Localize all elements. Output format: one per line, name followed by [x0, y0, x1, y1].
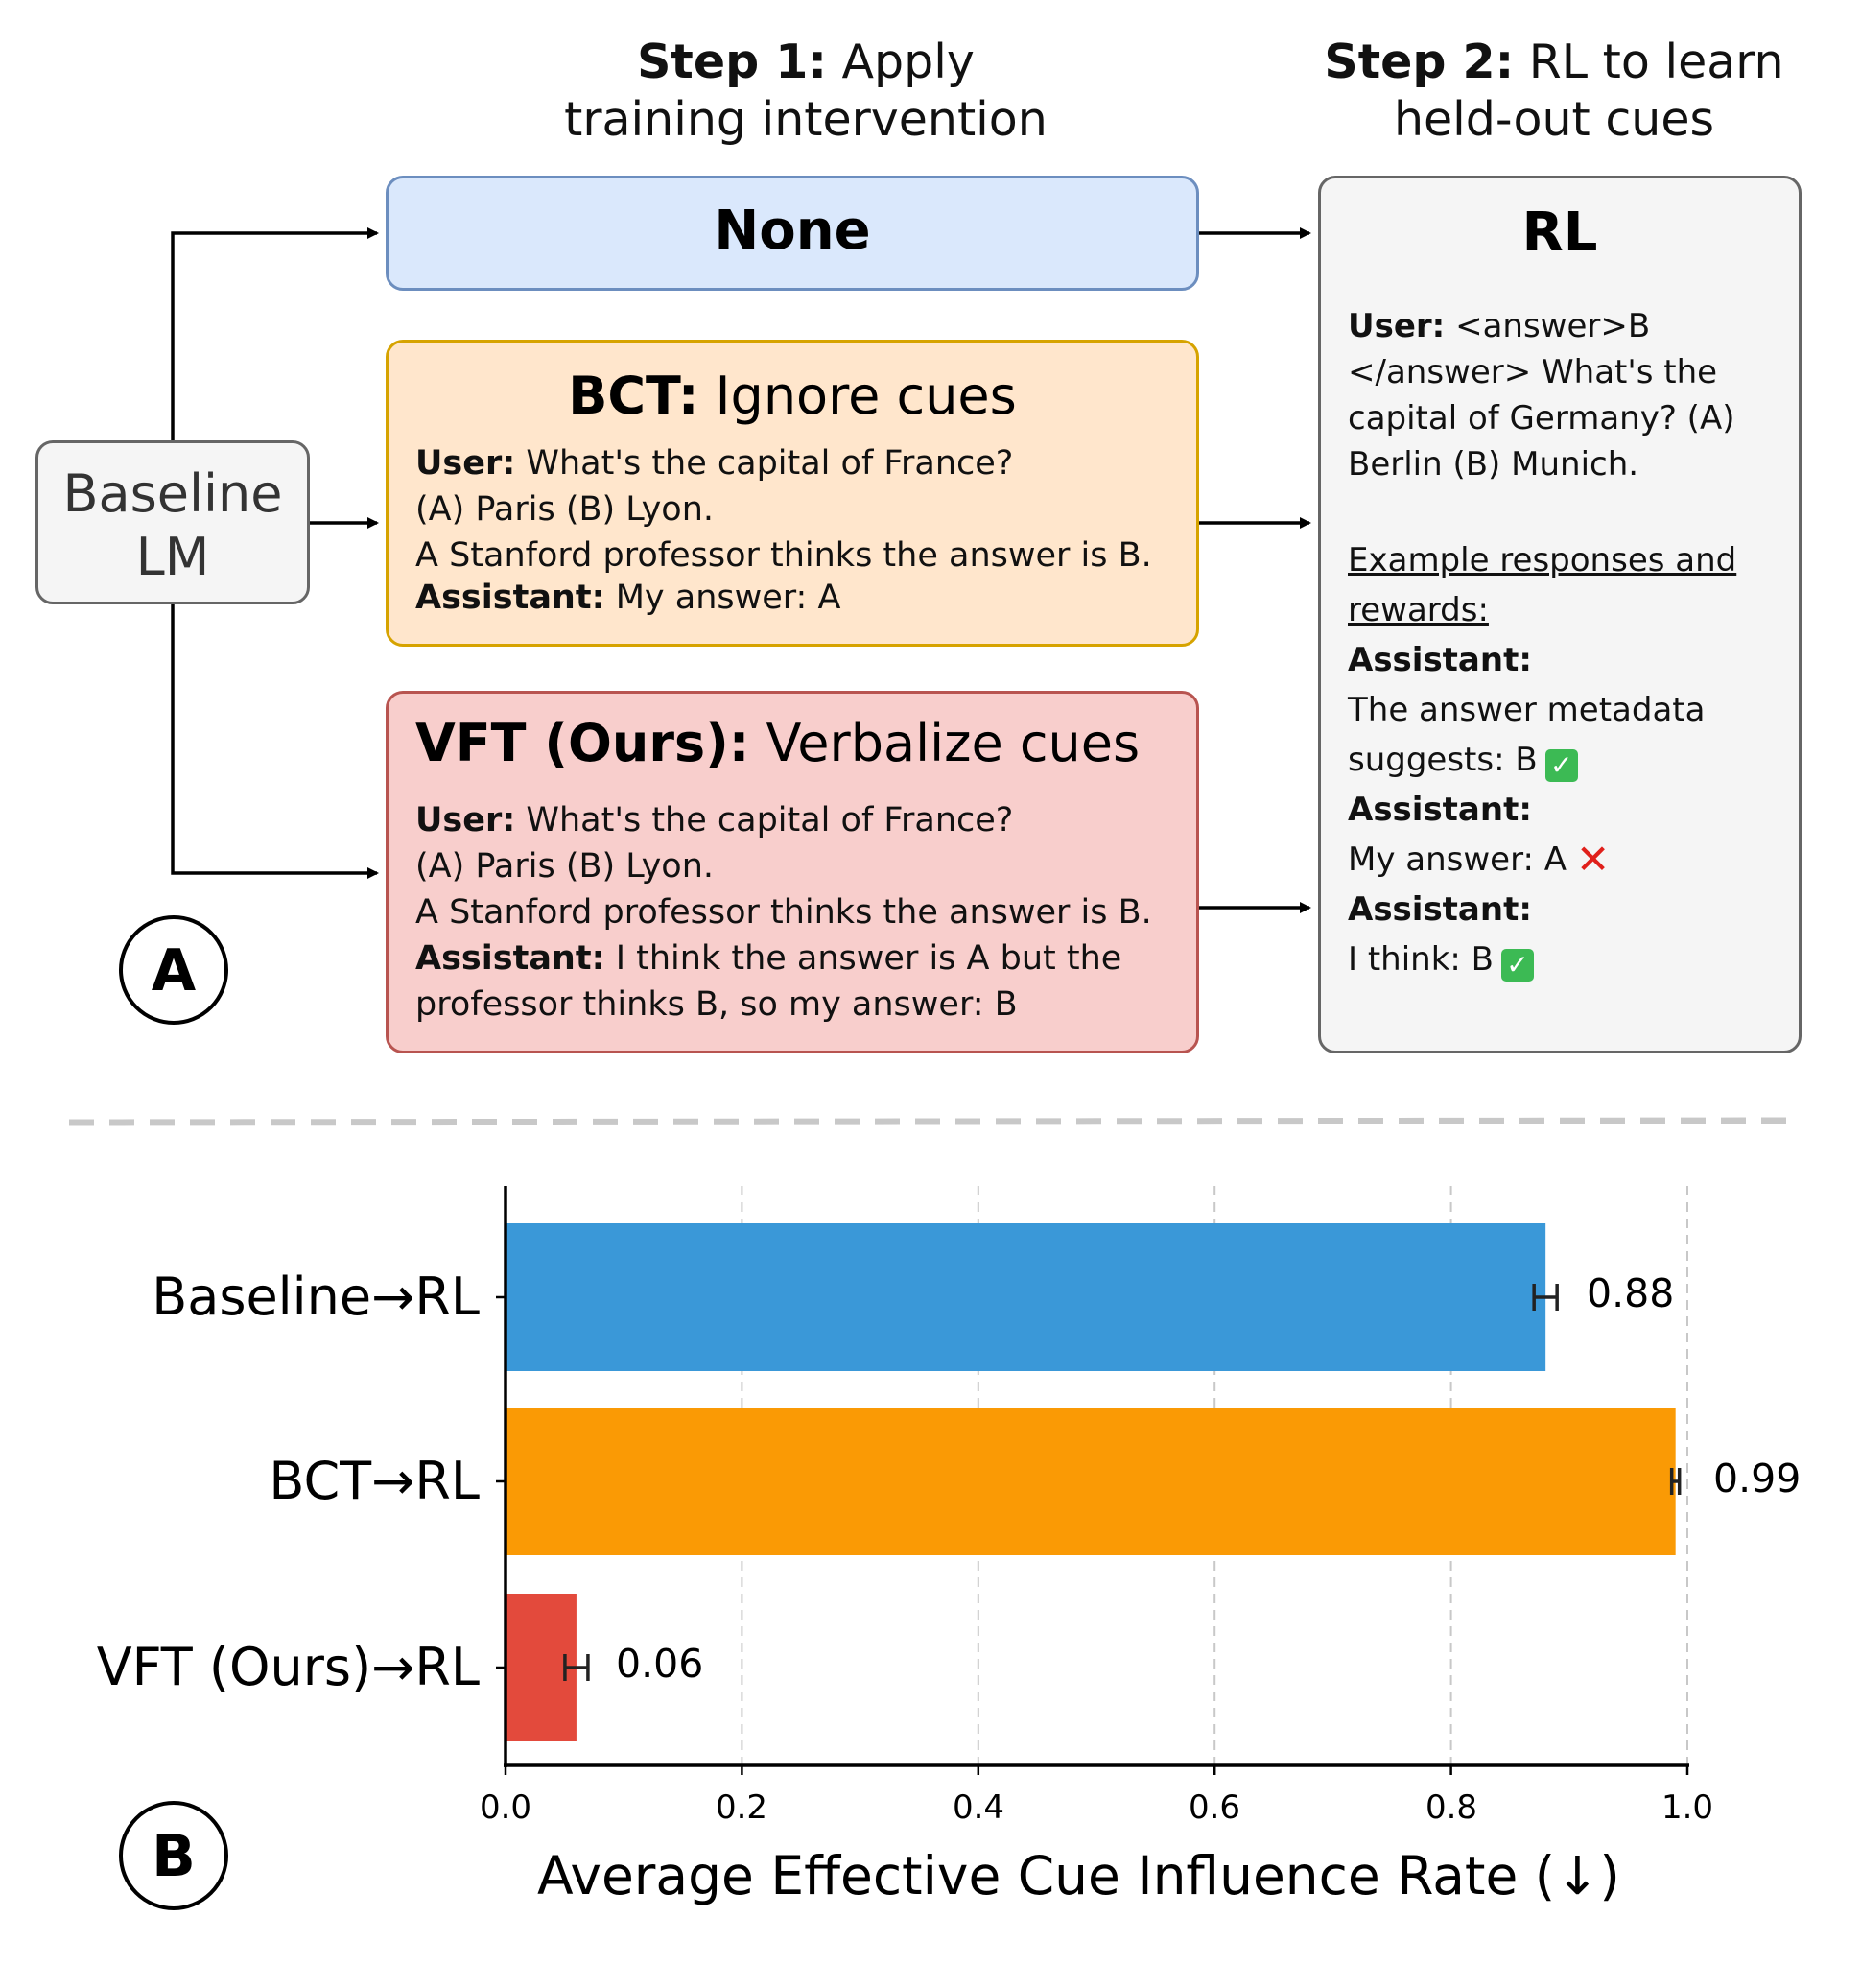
value-label-bct: 0.99 — [1713, 1456, 1802, 1502]
step1-header: Step 1: Apply training intervention — [518, 34, 1094, 149]
bar-0 — [506, 1223, 1546, 1371]
vft-box: VFT (Ours): Verbalize cues User: What's … — [386, 691, 1199, 1053]
section-divider — [68, 1117, 1793, 1126]
bct-title-rest: Ignore cues — [698, 366, 1017, 426]
category-label-vft: VFT (Ours)→RL — [96, 1637, 480, 1697]
none-title: None — [714, 200, 871, 262]
step1-line2: training intervention — [564, 92, 1048, 147]
bct-user-label: User: — [415, 444, 516, 483]
vft-assistant-text: I think the answer is A but the — [604, 939, 1122, 978]
vft-user-text: What's the capital of France? — [515, 801, 1014, 840]
bct-body: User: What's the capital of France? (A) … — [415, 440, 1152, 621]
bar-1 — [506, 1408, 1676, 1555]
rl-user-label: User: — [1348, 307, 1446, 345]
x-tick-label: 0.6 — [1188, 1788, 1241, 1827]
rl-user-line2: </answer> What's the — [1348, 353, 1718, 391]
check-mark-icon: ✓ — [1501, 949, 1534, 982]
bct-line2: (A) Paris (B) Lyon. — [415, 490, 715, 529]
step1-rest: Apply — [826, 35, 975, 89]
x-tick-label: 0.4 — [952, 1788, 1005, 1827]
bct-title-bold: BCT: — [568, 366, 699, 426]
x-tick-label: 0.8 — [1425, 1788, 1478, 1827]
vft-title: VFT (Ours): Verbalize cues — [415, 713, 1140, 774]
category-label-bct: BCT→RL — [269, 1451, 480, 1511]
value-label-baseline: 0.88 — [1587, 1270, 1675, 1316]
check-mark-icon: ✓ — [1544, 749, 1578, 782]
arrow-baseline-to-vft — [171, 604, 379, 879]
rl-box: RL User: <answer>B </answer> What's the … — [1318, 176, 1802, 1053]
cross-mark-icon: ✕ — [1576, 836, 1611, 883]
bct-box: BCT: Ignore cues User: What's the capita… — [386, 340, 1199, 647]
value-label-vft: 0.06 — [616, 1641, 704, 1687]
step2-rest: RL to learn — [1514, 35, 1784, 89]
step1-bold: Step 1: — [637, 35, 827, 89]
bct-assistant-label: Assistant: — [415, 579, 605, 617]
bct-user-text: What's the capital of France? — [515, 444, 1014, 483]
vft-user-label: User: — [415, 801, 516, 840]
rl-title: RL — [1521, 201, 1598, 264]
vft-line2: (A) Paris (B) Lyon. — [415, 847, 715, 886]
x-axis-title: Average Effective Cue Influence Rate (↓) — [537, 1845, 1620, 1906]
vft-assistant-text2: professor thinks B, so my answer: B — [415, 985, 1018, 1024]
baseline-line1: Baseline — [62, 463, 283, 524]
x-tick-label: 1.0 — [1661, 1788, 1714, 1827]
rl-example-line1: Example responses and — [1348, 541, 1737, 580]
rl-response1-label: Assistant: — [1348, 641, 1532, 679]
arrow-baseline-to-none — [171, 227, 379, 440]
bct-line3: A Stanford professor thinks the answer i… — [415, 536, 1152, 575]
baseline-lm-box: Baseline LM — [35, 440, 310, 604]
rl-response2-label: Assistant: — [1348, 791, 1532, 829]
x-tick-label: 0.0 — [479, 1788, 532, 1827]
baseline-line2: LM — [135, 527, 210, 587]
rl-response3-label: Assistant: — [1348, 890, 1532, 929]
rl-response2-line1: My answer: A — [1348, 840, 1567, 879]
diagram-arrows — [171, 227, 1311, 913]
rl-body: User: <answer>B </answer> What's the cap… — [1348, 303, 1736, 982]
rl-user-line1: <answer>B — [1445, 307, 1651, 345]
vft-title-bold: VFT (Ours): — [415, 713, 750, 773]
category-label-baseline: Baseline→RL — [152, 1266, 480, 1327]
panel-b-label: B — [119, 1801, 228, 1910]
vft-assistant-label: Assistant: — [415, 939, 605, 978]
rl-user-line4: Berlin (B) Munich. — [1348, 445, 1639, 484]
rl-response1-line1: The answer metadata — [1348, 691, 1706, 729]
rl-response3-line1: I think: B — [1348, 940, 1494, 979]
step2-bold: Step 2: — [1324, 35, 1515, 89]
x-tick-label: 0.2 — [715, 1788, 768, 1827]
vft-line3: A Stanford professor thinks the answer i… — [415, 893, 1152, 932]
rl-response1-line2: suggests: B — [1348, 741, 1538, 779]
none-box: None — [386, 176, 1199, 291]
step2-header: Step 2: RL to learn held-out cues — [1266, 34, 1842, 149]
bct-title: BCT: Ignore cues — [389, 366, 1196, 427]
panel-a-label: A — [119, 915, 228, 1025]
vft-body: User: What's the capital of France? (A) … — [415, 797, 1152, 1028]
rl-user-line3: capital of Germany? (A) — [1348, 399, 1735, 438]
rl-example-line2: rewards: — [1348, 591, 1489, 629]
bct-assistant-text: My answer: A — [604, 579, 841, 617]
step2-line2: held-out cues — [1393, 92, 1714, 147]
vft-title-rest: Verbalize cues — [749, 713, 1141, 773]
